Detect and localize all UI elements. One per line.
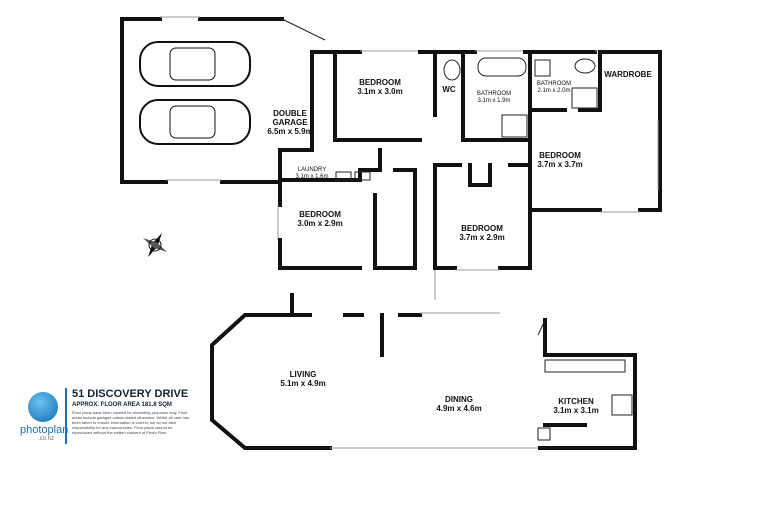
brand-block: photoplan .co.nz 51 DISCOVERY DRIVE APPR… (20, 388, 210, 448)
living-wing-walls (210, 270, 637, 450)
bedroom-wing-walls (277, 50, 662, 271)
photoplan-logo-icon (28, 392, 58, 422)
car-icon (139, 41, 251, 145)
divider (65, 388, 67, 444)
bedroom1-label: BEDROOM (359, 78, 401, 87)
garage-size: 6.5m x 5.9m (267, 127, 312, 136)
laundry-size: 3.1m x 1.6m (295, 174, 328, 180)
bedroom1-size: 3.1m x 3.0m (357, 87, 402, 96)
bedroom4-size: 3.7m x 2.9m (459, 233, 504, 242)
bathroom2-size: 2.1m x 2.0m (537, 88, 570, 94)
wardrobe-label: WARDROBE (604, 70, 652, 79)
laundry-label: LAUNDRY (298, 167, 327, 173)
dining-size: 4.9m x 4.6m (436, 404, 481, 413)
bedroom3-label: BEDROOM (299, 210, 341, 219)
bathroom1-size: 3.1m x 1.9m (477, 98, 510, 104)
wc-label: WC (442, 85, 456, 94)
bathroom-fixtures (335, 57, 598, 181)
living-label: LIVING (290, 370, 317, 379)
compass-rose-icon (142, 232, 168, 258)
dining-label: DINING (445, 395, 473, 404)
garage-label: DOUBLE (273, 109, 307, 118)
living-size: 5.1m x 4.9m (280, 379, 325, 388)
bathroom2-label: BATHROOM (537, 81, 571, 87)
floor-area: APPROX. FLOOR AREA 181.8 SQM (72, 402, 172, 408)
garage-walls (120, 16, 326, 184)
bedroom2-label: BEDROOM (539, 151, 581, 160)
bedroom4-label: BEDROOM (461, 224, 503, 233)
garage-label-2: GARAGE (272, 118, 308, 127)
property-address: 51 DISCOVERY DRIVE (72, 388, 189, 400)
bedroom2-size: 3.7m x 3.7m (537, 160, 582, 169)
brand-domain: .co.nz (38, 436, 55, 442)
bedroom3-size: 3.0m x 2.9m (297, 219, 342, 228)
bathroom1-label: BATHROOM (477, 91, 511, 97)
kitchen-label: KITCHEN (558, 397, 594, 406)
kitchen-size: 3.1m x 3.1m (553, 406, 598, 415)
brand-name: photoplan (20, 424, 69, 436)
disclaimer: Floor plans have been created for market… (72, 410, 189, 435)
